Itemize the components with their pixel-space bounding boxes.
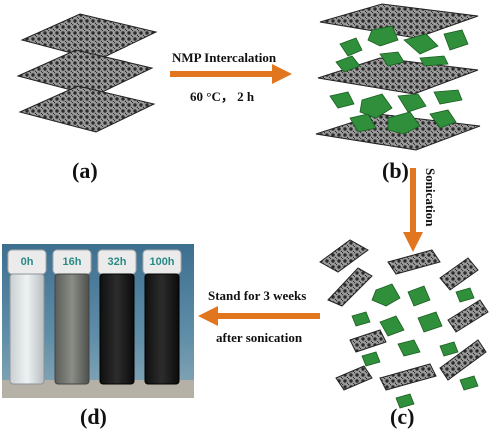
graphene-flake-c8 xyxy=(439,339,487,381)
step-stand-line1: Stand for 3 weeks xyxy=(208,288,307,303)
panel-b-intercalated xyxy=(315,3,481,151)
panel-c-exfoliated xyxy=(319,239,489,409)
panel-label-b: (b) xyxy=(382,158,409,183)
panel-label-a: (a) xyxy=(72,158,98,183)
graphene-flake-c1 xyxy=(319,239,369,273)
step-stand-line2: after sonication xyxy=(216,330,303,345)
vial-label-16h: 16h xyxy=(62,256,82,268)
panel-label-c: (c) xyxy=(390,404,415,429)
arrow-stand xyxy=(198,306,320,326)
vial-100h xyxy=(142,249,182,385)
graphene-sheet-a3 xyxy=(18,85,156,133)
vial-label-100h: 100h xyxy=(149,256,175,268)
panel-label-d: (d) xyxy=(80,404,107,429)
graphene-sheet-a2 xyxy=(16,49,154,97)
graphene-flake-c4 xyxy=(387,249,441,275)
graphene-flake-c3 xyxy=(349,329,387,353)
graphene-flake-c5 xyxy=(439,257,479,291)
step-sonication: Sonication xyxy=(423,168,438,227)
graphene-flake-c6 xyxy=(447,299,489,333)
graphene-flake-c9 xyxy=(335,365,373,391)
step-intercalation-line1: NMP Intercalation xyxy=(172,50,277,65)
panel-a-graphite xyxy=(16,13,158,133)
arrow-intercalation xyxy=(170,64,292,84)
graphene-flake-c2 xyxy=(327,267,373,307)
vial-label-32h: 32h xyxy=(107,256,127,268)
graphene-flake-c7 xyxy=(379,363,437,391)
arrow-sonication xyxy=(403,168,423,252)
vial-32h xyxy=(97,249,137,385)
panel-d-photo xyxy=(2,244,194,398)
step-intercalation-line2: 60 °C， 2 h xyxy=(190,89,255,104)
vial-16h xyxy=(52,249,92,385)
vial-label-0h: 0h xyxy=(20,256,34,268)
vial-0h xyxy=(7,249,47,385)
